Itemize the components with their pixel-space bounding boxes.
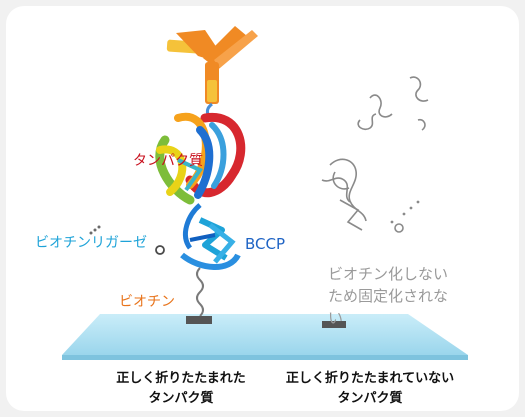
nonfixed-label: ビオチン化しないため固定化されない [328,265,449,327]
antibody [166,26,258,104]
folded-caption-line2: タンパク質 [148,391,214,406]
ligase-marker [89,225,165,255]
nonfixed-dot [416,200,420,204]
bccp-label: BCCP [245,235,286,253]
empty-anchor [322,321,346,328]
unfolded-caption-line2: タンパク質 [337,391,403,406]
folded-caption-line1: 正しく折りたたまれた [116,371,246,386]
folded-caption: 正しく折りたたまれた タンパク質 [96,369,266,409]
biotin-tether [196,267,204,317]
unfolded-caption: 正しく折りたたまれていない タンパク質 [270,369,470,409]
bccp-domain [180,203,241,270]
biotin-label: ビオチン [119,294,175,310]
nonfixed-dot [390,220,394,224]
immobilization-surface [62,314,468,360]
nonfixed-dot [402,212,406,216]
folded-protein [155,112,246,205]
ligase-label: ビオチンリガーゼ [35,235,147,251]
unfolded-caption-line1: 正しく折りたたまれていない [285,371,455,386]
biotin-anchor [186,316,212,324]
nonfixed-dot [409,206,413,210]
unfolded-protein [321,76,429,233]
protein-label: タンパク質 [133,153,203,169]
